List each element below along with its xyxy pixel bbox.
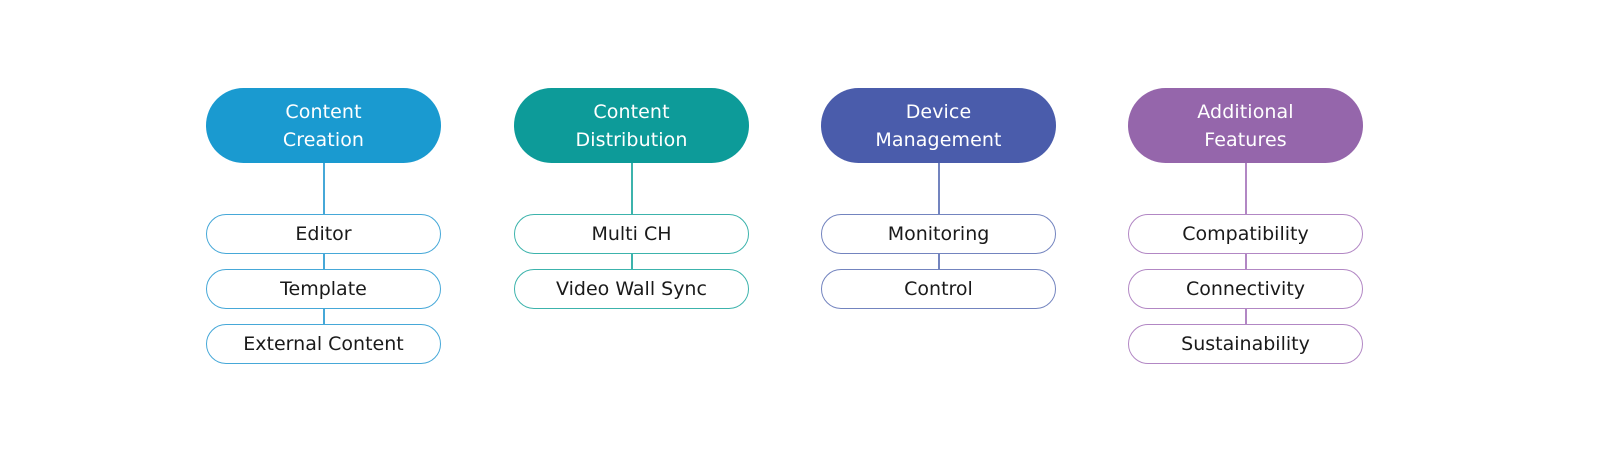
category-header-content-creation[interactable]: Content Creation xyxy=(206,88,441,163)
feature-pill[interactable]: Connectivity xyxy=(1128,269,1363,309)
connector-line xyxy=(1244,253,1247,270)
connector-line xyxy=(322,253,325,270)
connector-between-children xyxy=(206,308,441,325)
feature-pill[interactable]: Control xyxy=(821,269,1056,309)
connector-line xyxy=(630,253,633,270)
child-list-content-distribution: Multi CH Video Wall Sync xyxy=(514,214,749,309)
connector-line xyxy=(937,163,940,214)
feature-pill[interactable]: Video Wall Sync xyxy=(514,269,749,309)
connector-line xyxy=(1244,308,1247,325)
connector-line xyxy=(937,253,940,270)
connector-line xyxy=(1244,163,1247,214)
connector-between-children xyxy=(514,253,749,270)
category-header-device-management[interactable]: Device Management xyxy=(821,88,1056,163)
connector-header-to-child-content-distribution xyxy=(514,163,749,214)
category-header-content-distribution[interactable]: Content Distribution xyxy=(514,88,749,163)
connector-header-to-child-content-creation xyxy=(206,163,441,214)
connector-between-children xyxy=(1128,253,1363,270)
connector-between-children xyxy=(821,253,1056,270)
feature-pill[interactable]: Multi CH xyxy=(514,214,749,254)
connector-line xyxy=(322,163,325,214)
category-header-additional-features[interactable]: Additional Features xyxy=(1128,88,1363,163)
connector-line xyxy=(322,308,325,325)
feature-pill[interactable]: Monitoring xyxy=(821,214,1056,254)
feature-pill[interactable]: External Content xyxy=(206,324,441,364)
connector-header-to-child-additional-features xyxy=(1128,163,1363,214)
connector-between-children xyxy=(206,253,441,270)
feature-pill[interactable]: Editor xyxy=(206,214,441,254)
connector-header-to-child-device-management xyxy=(821,163,1056,214)
connector-line xyxy=(630,163,633,214)
connector-between-children xyxy=(1128,308,1363,325)
feature-pill[interactable]: Template xyxy=(206,269,441,309)
feature-pill[interactable]: Sustainability xyxy=(1128,324,1363,364)
feature-pill[interactable]: Compatibility xyxy=(1128,214,1363,254)
